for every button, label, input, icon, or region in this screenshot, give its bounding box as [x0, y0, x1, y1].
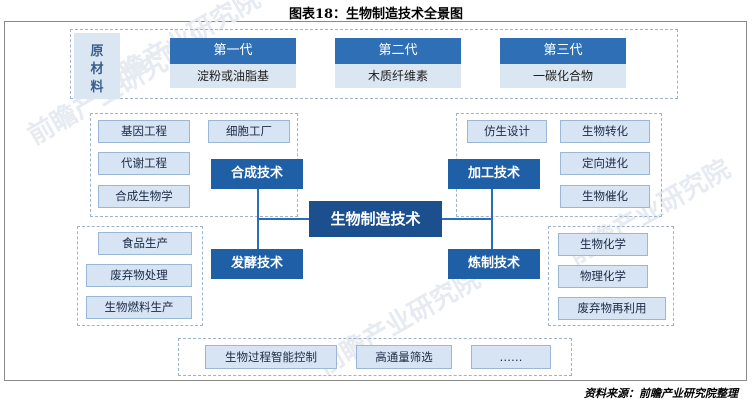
- generation-3-name: 第三代: [500, 38, 626, 64]
- cell-factory-box: 细胞工厂: [208, 120, 290, 143]
- diagram-frame: [4, 21, 747, 381]
- high-throughput-screening-box: 高通量筛选: [356, 345, 452, 369]
- directed-evolution-box: 定向进化: [560, 152, 650, 175]
- connector-left-horizontal: [257, 218, 309, 220]
- core-box: 生物制造技术: [309, 201, 442, 237]
- synthesis-tech-box: 合成技术: [211, 159, 303, 189]
- raw-materials-label: 原材料: [74, 33, 120, 99]
- generation-2-material: 木质纤维素: [335, 64, 461, 88]
- refining-tech-box: 炼制技术: [448, 249, 540, 279]
- processing-tech-box: 加工技术: [448, 159, 540, 189]
- intelligent-control-box: 生物过程智能控制: [205, 345, 337, 369]
- physical-chemistry-box: 物理化学: [558, 265, 648, 288]
- generation-2: 第二代 木质纤维素: [335, 38, 461, 88]
- synthetic-biology-box: 合成生物学: [98, 185, 190, 208]
- gene-engineering-box: 基因工程: [98, 120, 190, 143]
- bionic-design-box: 仿生设计: [467, 120, 547, 143]
- waste-treatment-box: 废弃物处理: [86, 264, 192, 287]
- biocatalysis-box: 生物催化: [560, 185, 650, 208]
- raw-materials-label-text: 原材料: [90, 44, 104, 95]
- generation-1-name: 第一代: [170, 38, 296, 64]
- generation-1-material: 淀粉或油脂基: [170, 64, 296, 88]
- fermentation-group: [77, 226, 203, 326]
- bioconversion-box: 生物转化: [560, 120, 650, 143]
- metabolic-engineering-box: 代谢工程: [98, 152, 190, 175]
- fermentation-tech-box: 发酵技术: [211, 249, 303, 279]
- generation-1: 第一代 淀粉或油脂基: [170, 38, 296, 88]
- generation-3-material: 一碳化合物: [500, 64, 626, 88]
- page-title: 图表18：生物制造技术全景图: [288, 7, 464, 22]
- generation-3: 第三代 一碳化合物: [500, 38, 626, 88]
- bottom-group: [178, 338, 572, 376]
- raw-materials-group: [70, 29, 678, 99]
- waste-reuse-box: 废弃物再利用: [558, 297, 666, 320]
- ellipsis-box: ……: [471, 345, 551, 369]
- source-note: 资料来源：前瞻产业研究院整理: [584, 387, 738, 400]
- refining-group: [548, 226, 674, 326]
- biofuel-production-box: 生物燃料生产: [86, 296, 192, 319]
- biochemistry-box: 生物化学: [558, 233, 648, 256]
- generation-2-name: 第二代: [335, 38, 461, 64]
- food-production-box: 食品生产: [98, 232, 192, 255]
- connector-right-horizontal: [442, 218, 493, 220]
